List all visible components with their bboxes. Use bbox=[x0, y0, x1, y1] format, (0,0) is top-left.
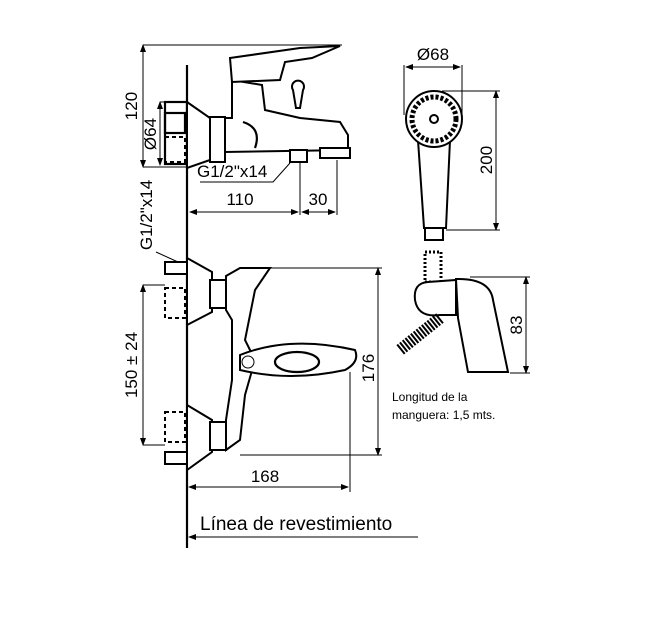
dimension-thread-vertical: G1/2"x14 bbox=[137, 180, 179, 263]
svg-text:200: 200 bbox=[477, 146, 496, 174]
dimension-150: 150 ± 24 bbox=[122, 284, 165, 446]
svg-text:30: 30 bbox=[309, 190, 328, 209]
svg-text:110: 110 bbox=[226, 190, 253, 209]
svg-text:Longitud de la: Longitud de la bbox=[392, 390, 468, 404]
dimension-diameter-68: Ø68 bbox=[403, 45, 463, 115]
svg-text:83: 83 bbox=[507, 316, 526, 335]
dimension-168: 168 bbox=[188, 372, 351, 492]
svg-text:150 ± 24: 150 ± 24 bbox=[122, 332, 141, 398]
dimension-120: 120 bbox=[122, 44, 146, 168]
hose-length-note: Longitud de la manguera: 1,5 mts. bbox=[392, 390, 495, 422]
svg-text:168: 168 bbox=[251, 467, 279, 486]
svg-text:G1/2"x14: G1/2"x14 bbox=[197, 162, 267, 181]
dimension-176: 176 bbox=[240, 267, 382, 456]
side-view-faucet bbox=[143, 44, 351, 170]
wall-line-label: Línea de revestimiento bbox=[188, 514, 418, 540]
svg-text:G1/2"x14: G1/2"x14 bbox=[137, 180, 156, 250]
dimension-110-30: 110 30 bbox=[189, 160, 338, 215]
svg-text:Ø64: Ø64 bbox=[141, 118, 160, 150]
dimension-diameter-64: Ø64 bbox=[141, 101, 187, 166]
hand-shower bbox=[396, 90, 510, 373]
svg-text:manguera: 1,5 mts.: manguera: 1,5 mts. bbox=[392, 408, 495, 422]
dimension-200: 200 bbox=[442, 90, 500, 231]
svg-text:120: 120 bbox=[122, 92, 141, 120]
svg-text:Línea de revestimiento: Línea de revestimiento bbox=[200, 514, 392, 535]
dimension-thread-side: G1/2"x14 bbox=[197, 162, 291, 183]
dimension-83: 83 bbox=[470, 276, 530, 374]
front-view-faucet bbox=[164, 256, 358, 472]
svg-text:Ø68: Ø68 bbox=[417, 45, 449, 64]
svg-text:176: 176 bbox=[359, 354, 378, 382]
